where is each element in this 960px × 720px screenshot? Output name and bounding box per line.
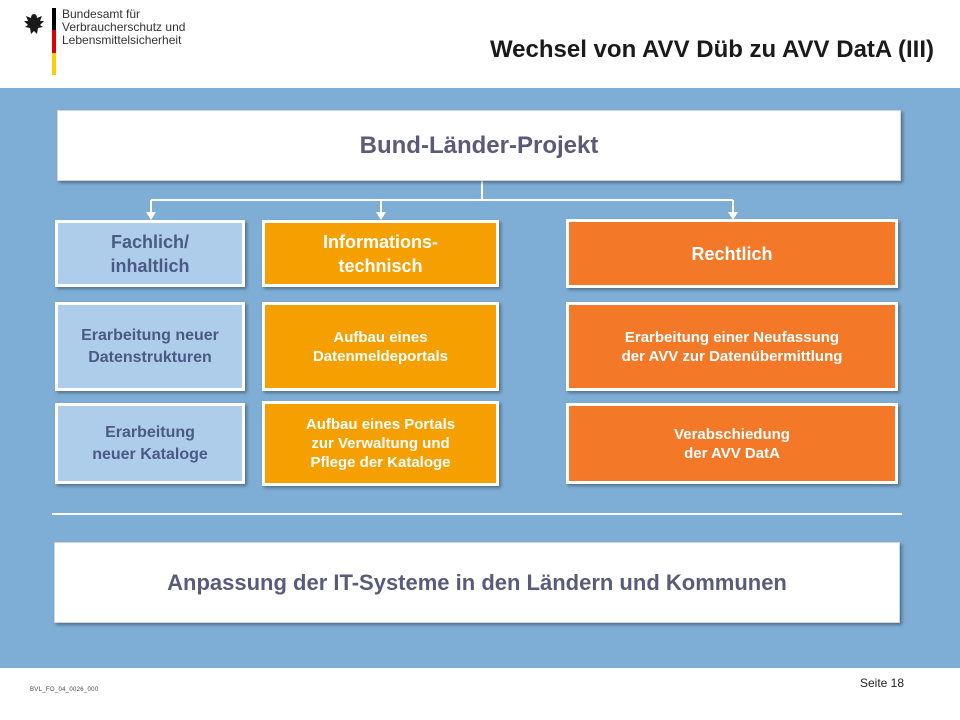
eagle-logo-icon <box>24 14 44 34</box>
task-label: Erarbeitung neuer <box>81 326 219 344</box>
task-label: Erarbeitung einer Neufassung <box>624 328 840 346</box>
task-label: Datenstrukturen <box>88 348 212 366</box>
category-label: Fachlich/ <box>110 231 189 252</box>
task-label: zur Verwaltung und <box>311 435 450 452</box>
task-label: Aufbau eines Portals <box>305 416 456 433</box>
task-label: Aufbau eines <box>333 328 428 346</box>
slide-title: Wechsel von AVV Düb zu AVV DatA (III) <box>489 36 934 63</box>
task-label: neuer Kataloge <box>92 445 208 463</box>
task-label: der AVV DatA <box>684 444 780 462</box>
document-id: BVL_FO_04_0026_000 <box>30 687 99 693</box>
task-datenmeldeportal: Aufbau eines Datenmeldeportals <box>262 302 499 391</box>
category-rechtlich: Rechtlich <box>566 219 898 288</box>
arrow-down-icon <box>146 212 156 220</box>
page-number: Seite 18 <box>860 676 905 690</box>
task-label: Erarbeitung <box>105 423 195 441</box>
category-label: technisch <box>338 255 423 276</box>
project-box: Bund-Länder-Projekt <box>57 110 901 181</box>
task-label: Pflege der Kataloge <box>310 454 451 471</box>
section-divider <box>52 513 902 515</box>
task-label: der AVV zur Datenübermittlung <box>621 347 843 365</box>
german-flag-bar <box>52 8 56 75</box>
it-systems-label: Anpassung der IT-Systeme in den Ländern … <box>167 569 787 595</box>
category-fachlich: Fachlich/ inhaltlich <box>55 220 245 287</box>
org-line: Lebensmittelsicherheit <box>62 33 182 47</box>
category-label: inhaltlich <box>110 255 190 276</box>
org-line: Verbraucherschutz und <box>62 20 186 34</box>
task-kataloge: Erarbeitung neuer Kataloge <box>55 403 245 484</box>
it-systems-box: Anpassung der IT-Systeme in den Ländern … <box>54 542 900 623</box>
task-neufassung: Erarbeitung einer Neufassung der AVV zur… <box>566 302 898 391</box>
organization-name: Bundesamt für Verbraucherschutz und Lebe… <box>62 8 185 47</box>
org-line: Bundesamt für <box>62 7 141 21</box>
category-informationstechnisch: Informations- technisch <box>262 220 499 287</box>
task-label: Verabschiedung <box>674 425 790 443</box>
task-datenstrukturen: Erarbeitung neuer Datenstrukturen <box>55 302 245 391</box>
arrow-down-icon <box>728 212 738 220</box>
task-katalogportal: Aufbau eines Portals zur Verwaltung und … <box>262 401 499 486</box>
project-box-label: Bund-Länder-Projekt <box>359 131 599 159</box>
task-verabschiedung: Verabschiedung der AVV DatA <box>566 403 898 484</box>
category-label: Rechtlich <box>691 243 773 264</box>
arrow-down-icon <box>376 212 386 220</box>
category-label: Informations- <box>323 231 438 252</box>
task-label: Datenmeldeportals <box>312 347 449 365</box>
